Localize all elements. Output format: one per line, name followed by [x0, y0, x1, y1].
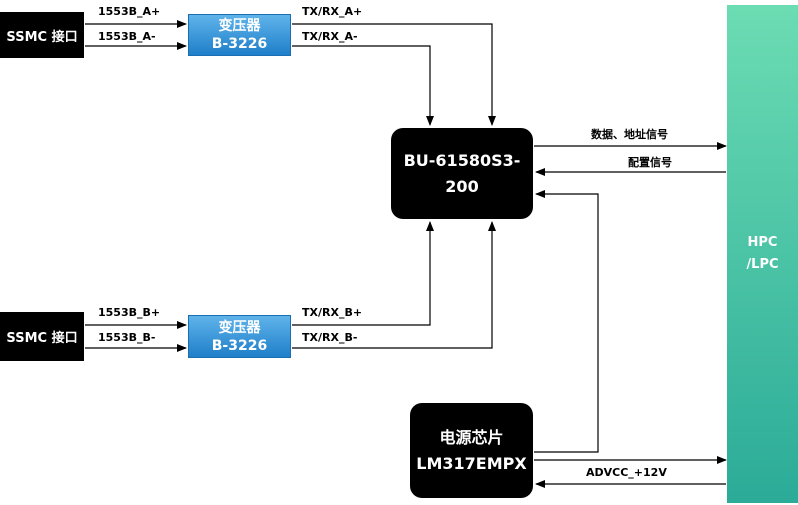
label-data-address-signal: 数据、地址信号 — [591, 128, 668, 141]
label-1553b-a-minus: 1553B_A- — [98, 30, 156, 43]
label-txrx-a-minus: TX/RX_A- — [302, 30, 358, 43]
line-txrx-b-plus — [292, 221, 434, 326]
transformer-bottom: 变压器 B-3226 — [188, 315, 291, 358]
power-chip: 电源芯片 LM317EMPX — [410, 403, 533, 498]
power-chip-model: LM317EMPX — [416, 453, 527, 473]
line-power-to-controller — [534, 190, 599, 453]
bus-controller-line2: 200 — [445, 176, 479, 196]
ssmc-interface-bottom: SSMC 接口 — [0, 312, 84, 361]
ssmc-bottom-label: SSMC 接口 — [6, 331, 78, 346]
label-1553b-b-plus: 1553B_B+ — [98, 306, 161, 319]
line-txrx-b-minus — [292, 221, 496, 349]
hpc-lpc-connector: HPC /LPC — [727, 5, 798, 503]
ssmc-top-label: SSMC 接口 — [6, 29, 78, 45]
transformer-top: 变压器 B-3226 — [188, 14, 291, 56]
transformer-top-model: B-3226 — [211, 36, 268, 52]
hpc-line2: /LPC — [746, 257, 779, 272]
power-chip-name: 电源芯片 — [439, 427, 504, 447]
label-1553b-a-plus: 1553B_A+ — [98, 5, 161, 18]
label-1553b-b-minus: 1553B_B- — [98, 331, 156, 344]
label-txrx-a-plus: TX/RX_A+ — [302, 5, 363, 18]
bus-controller-chip: BU-61580S3- 200 — [391, 128, 533, 219]
transformer-bottom-name: 变压器 — [218, 319, 261, 336]
label-advcc: ADVCC_+12V — [586, 466, 667, 479]
bus-controller-line1: BU-61580S3- — [403, 150, 521, 170]
label-txrx-b-minus: TX/RX_B- — [302, 331, 358, 344]
line-txrx-a-plus — [292, 23, 496, 126]
label-config-signal: 配置信号 — [628, 156, 672, 169]
line-txrx-a-minus — [292, 45, 434, 126]
label-txrx-b-plus: TX/RX_B+ — [302, 306, 363, 319]
hpc-line1: HPC — [747, 235, 778, 250]
transformer-top-name: 变压器 — [218, 18, 261, 34]
transformer-bottom-model: B-3226 — [211, 337, 268, 354]
ssmc-interface-top: SSMC 接口 — [0, 12, 84, 58]
